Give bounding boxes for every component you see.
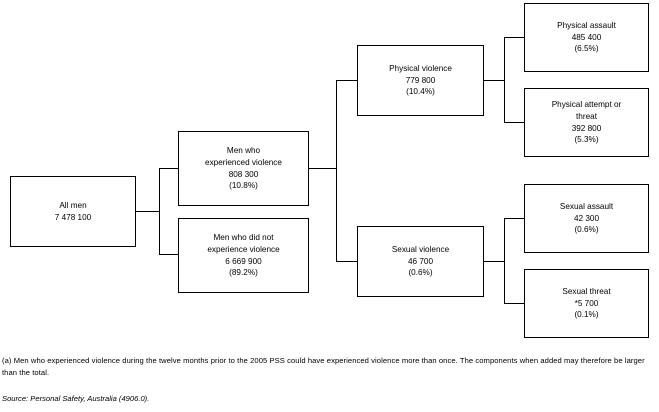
- connector-allmen-bracket: [159, 168, 160, 255]
- connector-physical-stub: [483, 80, 504, 81]
- node-physical-assault: Physical assault 485 400 (6.5%): [524, 3, 649, 72]
- node-all-men-value: 7 478 100: [54, 212, 92, 222]
- node-men-not-experienced-violence-percent: (89.2%): [229, 268, 258, 278]
- node-physical-assault-label: Physical assault: [557, 21, 616, 31]
- node-physical-violence: Physical violence 779 800 (10.4%): [357, 45, 484, 116]
- node-sexual-violence-value: 46 700: [407, 256, 434, 266]
- node-sexual-assault: Sexual assault 42 300 (0.6%): [524, 184, 649, 253]
- connector-to-sexual-assault: [504, 218, 525, 219]
- connector-violence-bracket: [336, 80, 337, 262]
- node-all-men: All men 7 478 100: [10, 176, 136, 247]
- node-men-not-experienced-violence-label-2: experience violence: [207, 244, 280, 254]
- connector-to-sexual-threat: [504, 303, 525, 304]
- connector-to-physical-violence: [336, 80, 357, 81]
- node-sexual-assault-label: Sexual assault: [559, 202, 614, 212]
- connector-physical-bracket: [504, 37, 505, 123]
- node-physical-violence-label: Physical violence: [389, 64, 452, 74]
- node-physical-attempt-or-threat-value: 392 800: [571, 123, 602, 133]
- footnote-a: (a) Men who experienced violence during …: [2, 356, 645, 378]
- node-sexual-violence-percent: (0.6%): [408, 268, 433, 278]
- node-men-not-experienced-violence-label-1: Men who did not: [213, 233, 274, 243]
- connector-experienced-stub: [308, 168, 336, 169]
- node-sexual-threat-label: Sexual threat: [562, 287, 611, 297]
- connector-to-not-experienced: [159, 254, 178, 255]
- node-physical-violence-value: 779 800: [405, 75, 436, 85]
- node-physical-attempt-or-threat-label-2: threat: [576, 111, 597, 121]
- connector-to-experienced: [159, 168, 178, 169]
- node-men-not-experienced-violence: Men who did not experience violence 6 66…: [178, 218, 309, 293]
- connector-sexual-bracket: [504, 218, 505, 304]
- source-note: Source: Personal Safety, Australia (4906…: [2, 394, 150, 403]
- node-sexual-assault-percent: (0.6%): [574, 225, 599, 235]
- node-men-experienced-violence: Men who experienced violence 808 300 (10…: [178, 131, 309, 206]
- node-physical-attempt-or-threat-percent: (5.3%): [574, 135, 599, 145]
- node-physical-assault-percent: (6.5%): [574, 44, 599, 54]
- node-physical-violence-percent: (10.4%): [406, 87, 435, 97]
- node-sexual-violence: Sexual violence 46 700 (0.6%): [357, 226, 484, 297]
- connector-to-physical-attempt: [504, 122, 525, 123]
- connector-sexual-stub: [483, 261, 504, 262]
- node-physical-assault-value: 485 400: [571, 32, 602, 42]
- node-physical-attempt-or-threat-label-1: Physical attempt or: [551, 100, 622, 110]
- node-physical-attempt-or-threat: Physical attempt or threat 392 800 (5.3%…: [524, 88, 649, 157]
- node-sexual-assault-value: 42 300: [573, 213, 600, 223]
- node-men-experienced-violence-value: 808 300: [228, 169, 259, 179]
- connector-to-physical-assault: [504, 37, 525, 38]
- node-men-experienced-violence-label-2: experienced violence: [205, 157, 282, 167]
- connector-to-sexual-violence: [336, 261, 357, 262]
- node-sexual-threat-value: *5 700: [574, 298, 599, 308]
- node-sexual-threat-percent: (0.1%): [574, 310, 599, 320]
- node-men-experienced-violence-percent: (10.8%): [229, 181, 258, 191]
- connector-allmen-stub: [135, 211, 159, 212]
- node-sexual-threat: Sexual threat *5 700 (0.1%): [524, 269, 649, 338]
- node-men-not-experienced-violence-value: 6 669 900: [225, 256, 262, 266]
- node-all-men-label: All men: [59, 200, 87, 210]
- node-men-experienced-violence-label-1: Men who: [226, 146, 261, 156]
- node-sexual-violence-label: Sexual violence: [391, 245, 450, 255]
